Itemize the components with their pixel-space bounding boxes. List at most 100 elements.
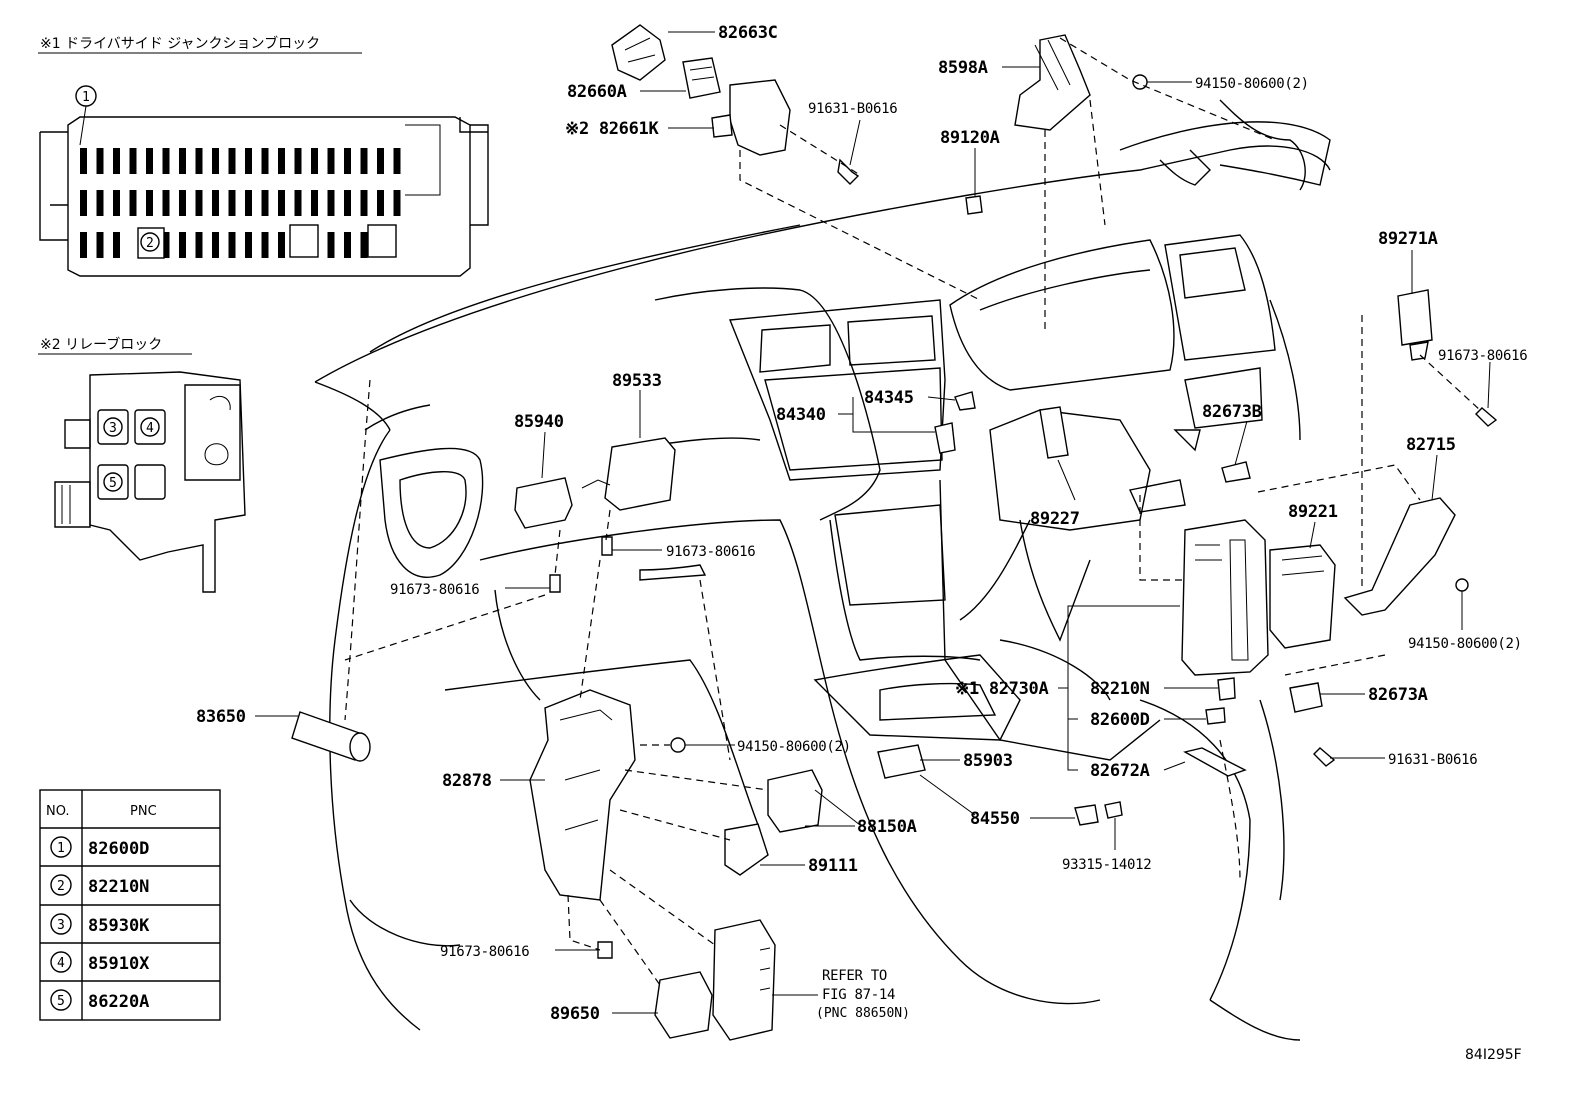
table-row-pnc: 82210N <box>88 877 149 897</box>
label-83650: 83650 <box>196 707 246 727</box>
part-82660a <box>682 57 721 99</box>
bolt-91631-bottom <box>1313 747 1336 767</box>
fuse-slot <box>146 148 153 174</box>
label-89221: 89221 <box>1288 502 1338 522</box>
label-84550: 84550 <box>970 809 1020 829</box>
fuse-slot <box>195 190 203 216</box>
nut-94150-right <box>1455 578 1469 592</box>
label-91631-b0616-top: 91631-B0616 <box>808 101 897 117</box>
table-row-pnc: 85930K <box>88 916 150 936</box>
refer-line-1: REFER TO <box>822 968 887 984</box>
fuse-slot <box>311 148 318 174</box>
label-85903: 85903 <box>963 751 1013 771</box>
part-84345 <box>954 391 976 411</box>
part-82673b <box>1221 461 1251 483</box>
label-93315-14012: 93315-14012 <box>1062 857 1151 873</box>
label-89227: 89227 <box>1030 509 1080 529</box>
callout-4: 4 <box>146 421 154 436</box>
fuse-slot <box>80 190 87 216</box>
part-89120a <box>965 195 983 215</box>
label-94150-top: 94150-80600(2) <box>1195 76 1309 92</box>
part-82210n <box>1217 677 1236 701</box>
label-85940: 85940 <box>514 412 564 432</box>
part-85903 <box>877 744 926 779</box>
fuse-slot <box>162 148 170 174</box>
label-89533: 89533 <box>612 371 662 391</box>
label-82661k: ※2 82661K <box>565 119 659 139</box>
fuse-slot <box>113 190 120 216</box>
part-labels: 82663C 82660A ※2 82661K 91631-B0616 8598… <box>196 23 1528 1063</box>
fuse-slot <box>162 190 170 216</box>
label-89111: 89111 <box>808 856 858 876</box>
fuse-slot <box>294 148 302 174</box>
fuse-slot <box>261 232 269 258</box>
label-84345: 84345 <box>864 388 914 408</box>
label-94150-right: 94150-80600(2) <box>1408 636 1522 652</box>
fuse-slot <box>113 148 120 174</box>
part-82672a <box>1183 747 1247 777</box>
table-row-pnc: 82600D <box>88 839 149 859</box>
part-89111 <box>724 823 769 876</box>
fuse-slot <box>245 190 252 216</box>
refer-line-3: (PNC 88650N) <box>816 1006 910 1021</box>
fuse-slot <box>195 148 203 174</box>
fuse-slot <box>80 232 87 258</box>
fuse-slot <box>96 232 104 258</box>
fuse-slot <box>228 190 236 216</box>
part-88650n <box>712 919 776 1041</box>
part-82600d <box>1205 707 1226 725</box>
fuse-slot <box>96 190 104 216</box>
label-82660a: 82660A <box>567 82 627 102</box>
table-row-no: 1 <box>57 841 65 856</box>
fuse-slot <box>327 232 335 258</box>
label-91673-mid: 91673-80616 <box>666 544 755 560</box>
fuse-slot <box>261 148 269 174</box>
table-header-no: NO. <box>46 804 70 819</box>
screw-93315-14012 <box>1104 801 1123 819</box>
label-82663c: 82663C <box>718 23 778 43</box>
fuse-slot <box>327 190 335 216</box>
part-8598a <box>1014 34 1091 131</box>
fuse-slot <box>228 148 236 174</box>
leader-lines <box>255 31 1491 1014</box>
table-row-no: 5 <box>57 994 65 1009</box>
label-89120a: 89120A <box>940 128 1000 148</box>
figure-code: 84I295F <box>1465 1047 1522 1063</box>
fuse-slot-large-2 <box>367 224 397 258</box>
relay-block-inset: ※2 リレーブロック 3 4 5 <box>38 336 246 593</box>
fuse-slot <box>294 190 302 216</box>
fuse-slot <box>162 232 170 258</box>
table-row-no: 4 <box>57 956 65 971</box>
bolt-91673-bottom <box>597 941 613 959</box>
fuse-slot <box>129 190 137 216</box>
label-89271a: 89271A <box>1378 229 1438 249</box>
inset1-title: ※1 ドライバサイド ジャンクションブロック <box>40 35 320 52</box>
fuse-slot <box>195 232 203 258</box>
part-82661k <box>729 79 791 156</box>
label-91673-left: 91673-80616 <box>390 582 479 598</box>
label-82715: 82715 <box>1406 435 1456 455</box>
fuse-slot <box>261 190 269 216</box>
part-89533 <box>604 437 676 511</box>
part-82715 <box>1343 497 1456 616</box>
label-82730a: ※1 82730A <box>955 679 1048 699</box>
fuse-slot <box>245 148 252 174</box>
label-82673a: 82673A <box>1368 685 1428 705</box>
fuse-slot <box>344 232 351 258</box>
part-89221 <box>1269 544 1336 649</box>
pnc-table: NO. PNC 1 82600D 2 82210N 3 85930K 4 859… <box>39 789 221 1021</box>
nut-94150-mid <box>670 737 686 753</box>
fuse-slot <box>96 148 104 174</box>
label-84340: 84340 <box>776 405 826 425</box>
fuse-slot <box>146 190 153 216</box>
fuse-slot <box>327 148 335 174</box>
table-header-pnc: PNC <box>130 804 157 819</box>
label-91631-b0616-bottom: 91631-B0616 <box>1388 752 1477 768</box>
fuse-slot <box>344 190 351 216</box>
label-91673-right: 91673-80616 <box>1438 348 1527 364</box>
fuse-slot <box>278 148 285 174</box>
table-row-pnc: 85910X <box>88 954 150 974</box>
fuse-slot <box>377 190 384 216</box>
part-82878 <box>529 689 636 901</box>
